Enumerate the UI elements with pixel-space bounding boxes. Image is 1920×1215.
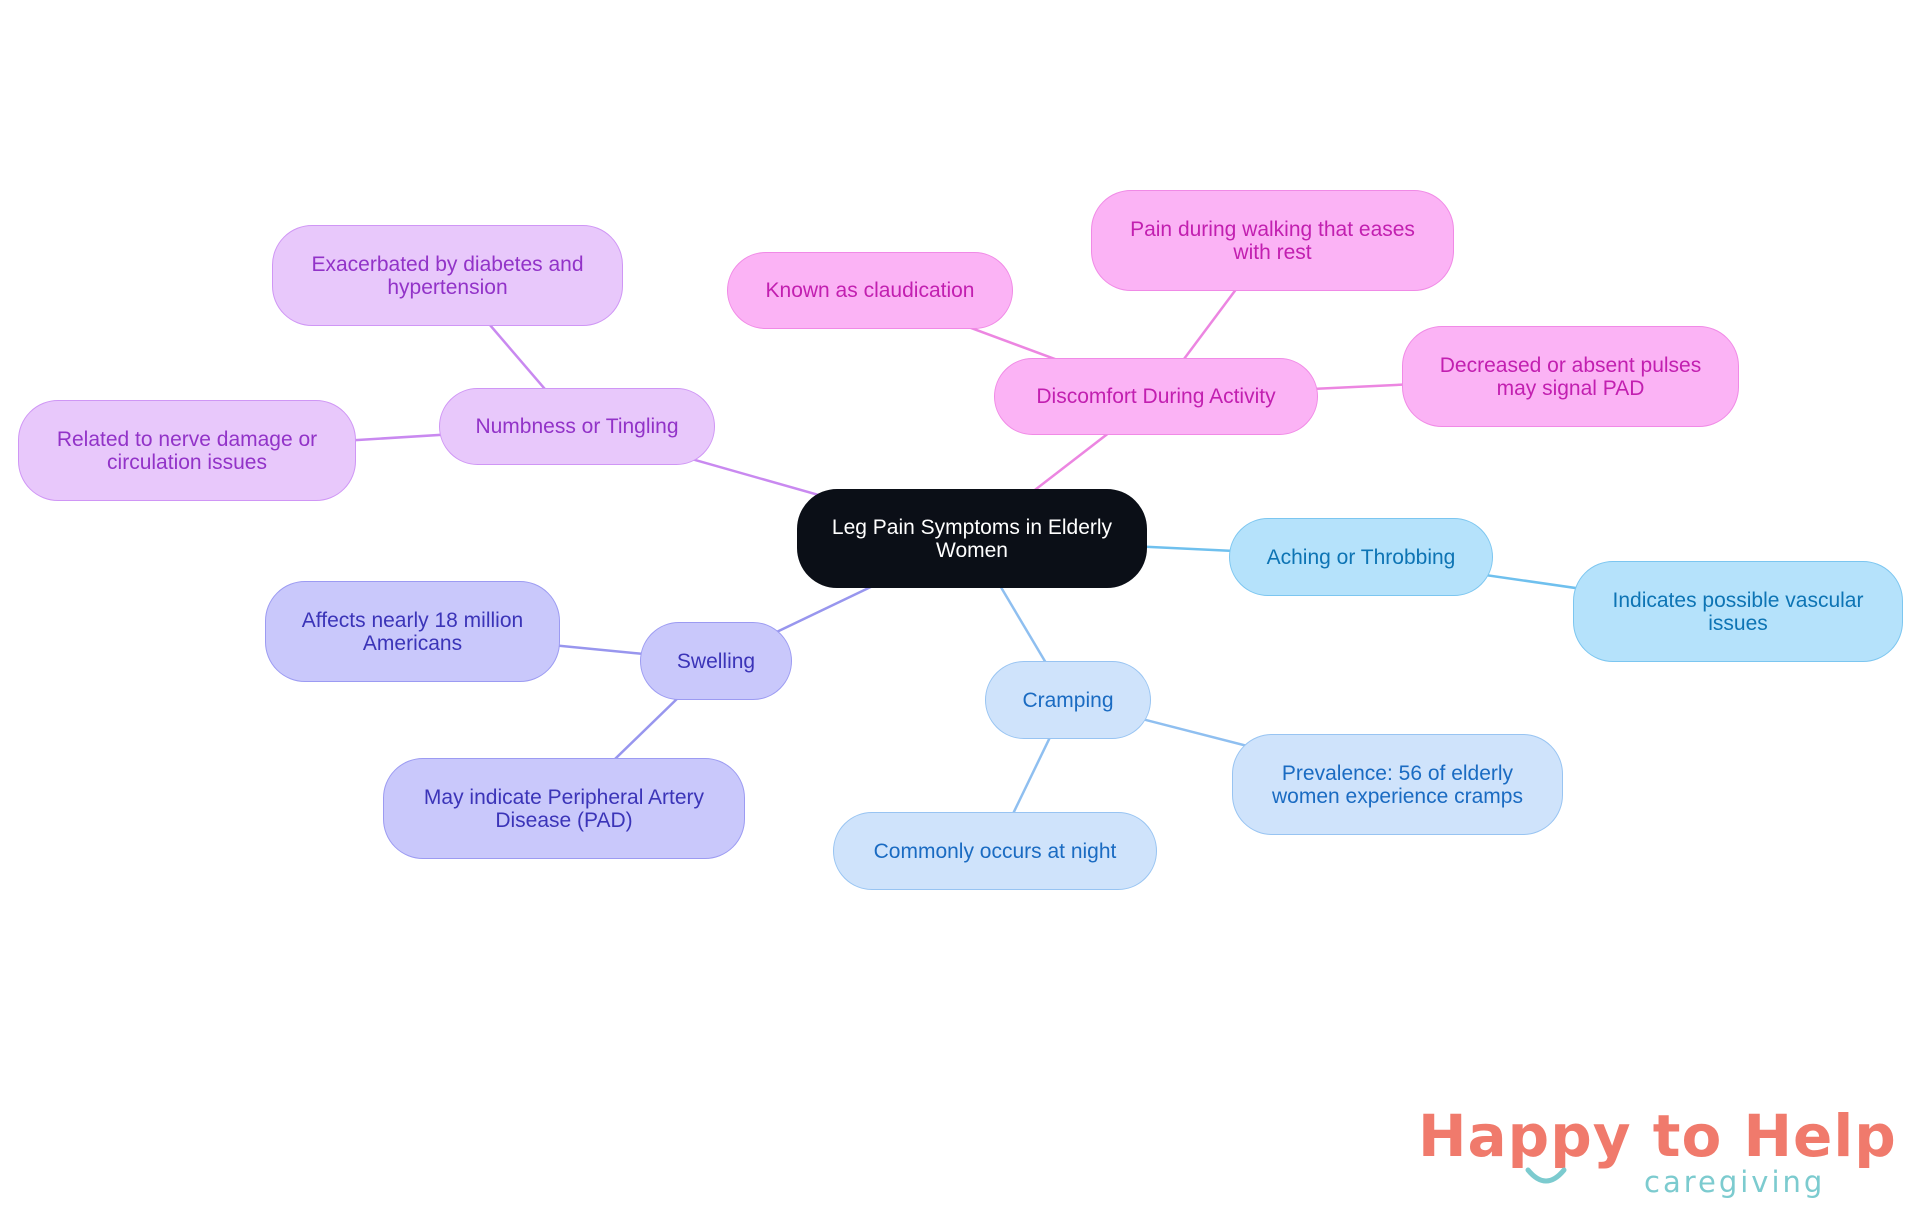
node-label: Discomfort During Activity bbox=[1036, 385, 1276, 408]
smile-icon bbox=[1525, 1167, 1567, 1184]
node-numbness-or-tingling[interactable]: Numbness or Tingling bbox=[439, 388, 715, 465]
happy-to-help-logo: Happy to Help caregiving bbox=[1418, 1104, 1896, 1204]
node-pain-during-walking[interactable]: Pain during walking that eases with rest bbox=[1091, 190, 1454, 291]
node-label: Affects nearly 18 million Americans bbox=[301, 608, 524, 655]
node-label: Indicates possible vascular issues bbox=[1612, 588, 1864, 635]
node-known-as-claudication[interactable]: Known as claudication bbox=[727, 252, 1013, 329]
logo-tagline: caregiving bbox=[1644, 1165, 1826, 1199]
node-prevalence[interactable]: Prevalence: 56 of elderly women experien… bbox=[1232, 734, 1563, 835]
node-affects-18-million[interactable]: Affects nearly 18 million Americans bbox=[265, 581, 560, 682]
logo-wordmark: Happy to Help bbox=[1418, 1102, 1897, 1170]
node-label: Related to nerve damage or circulation i… bbox=[56, 427, 318, 474]
node-discomfort-during-activity[interactable]: Discomfort During Activity bbox=[994, 358, 1318, 435]
node-nerve-damage[interactable]: Related to nerve damage or circulation i… bbox=[18, 400, 356, 501]
node-label: Commonly occurs at night bbox=[873, 839, 1117, 863]
node-label: Cramping bbox=[1022, 688, 1114, 712]
node-exacerbated-by-diabetes[interactable]: Exacerbated by diabetes and hypertension bbox=[272, 225, 623, 326]
node-cramping[interactable]: Cramping bbox=[985, 661, 1151, 739]
node-label: Known as claudication bbox=[765, 279, 975, 302]
node-label: Aching or Throbbing bbox=[1266, 545, 1456, 569]
node-aching-or-throbbing[interactable]: Aching or Throbbing bbox=[1229, 518, 1493, 596]
node-label: Pain during walking that eases with rest bbox=[1130, 217, 1415, 264]
node-swelling[interactable]: Swelling bbox=[640, 622, 792, 700]
node-occurs-at-night[interactable]: Commonly occurs at night bbox=[833, 812, 1157, 890]
node-label: Decreased or absent pulses may signal PA… bbox=[1439, 353, 1702, 400]
node-decreased-pulses[interactable]: Decreased or absent pulses may signal PA… bbox=[1402, 326, 1739, 427]
root-label: Leg Pain Symptoms in Elderly Women bbox=[831, 515, 1113, 562]
node-label: Exacerbated by diabetes and hypertension bbox=[311, 252, 584, 299]
node-vascular-issues[interactable]: Indicates possible vascular issues bbox=[1573, 561, 1903, 662]
node-label: May indicate Peripheral Artery Disease (… bbox=[423, 785, 705, 832]
node-label: Swelling bbox=[676, 649, 756, 673]
node-label: Numbness or Tingling bbox=[475, 415, 679, 438]
node-peripheral-artery-disease[interactable]: May indicate Peripheral Artery Disease (… bbox=[383, 758, 745, 859]
node-label: Prevalence: 56 of elderly women experien… bbox=[1272, 761, 1523, 808]
root-node[interactable]: Leg Pain Symptoms in Elderly Women bbox=[797, 489, 1147, 588]
smile-curve bbox=[1525, 1167, 1567, 1184]
